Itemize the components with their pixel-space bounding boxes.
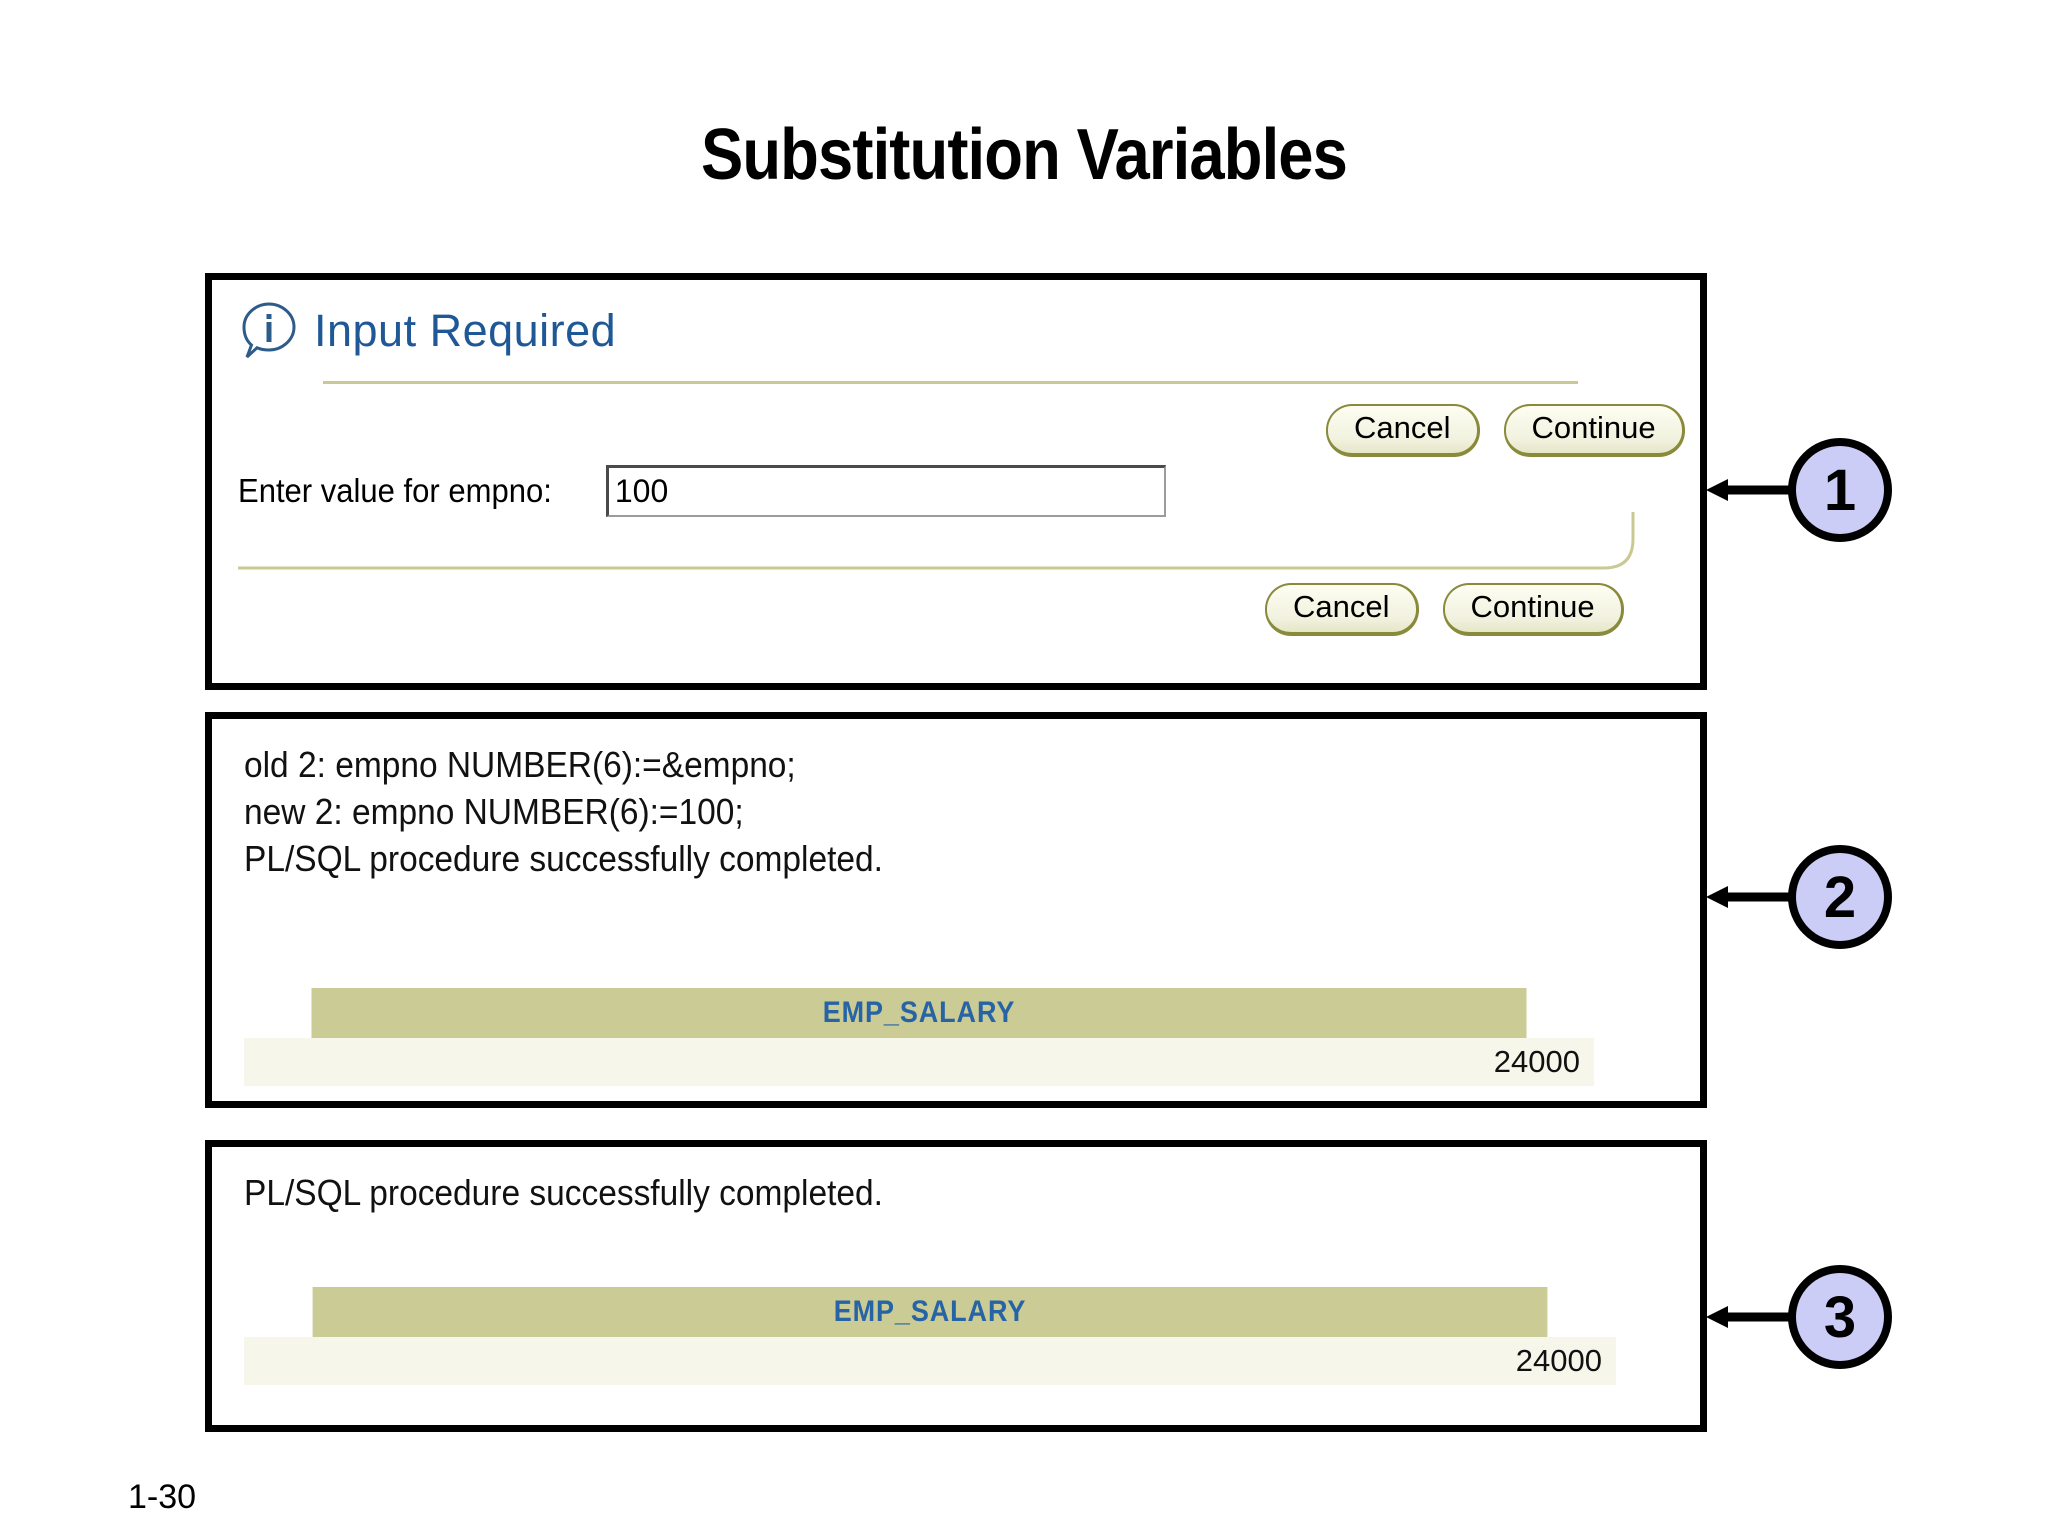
dialog-buttons-bottom: Cancel Continue <box>1265 583 1624 636</box>
table-header-row: EMP_SALARY <box>244 1287 1616 1337</box>
page-title: Substitution Variables <box>700 115 1348 195</box>
console-output-3: PL/SQL procedure successfully completed. <box>244 1172 883 1213</box>
output-panel-3: PL/SQL procedure successfully completed.… <box>205 1140 1707 1432</box>
callout-arrow-2 <box>1706 885 1792 909</box>
console-output-2: old 2: empno NUMBER(6):=&empno; new 2: e… <box>244 744 883 880</box>
callout-1: 1 <box>1788 438 1892 542</box>
info-bubble-icon <box>238 300 300 362</box>
cell-emp-salary: 24000 <box>244 1038 1594 1086</box>
dialog-header: Input Required <box>238 300 616 362</box>
dialog-buttons-top: Cancel Continue <box>1326 404 1685 457</box>
empno-field-row: Enter value for empno: <box>238 465 1166 517</box>
empno-input[interactable] <box>605 465 1166 517</box>
dialog-title: Input Required <box>314 305 617 356</box>
callout-arrow-1 <box>1706 478 1792 502</box>
callout-1-number: 1 <box>1823 457 1857 523</box>
table-row: 24000 <box>244 1038 1594 1086</box>
column-header-emp-salary: EMP_SALARY <box>311 988 1527 1038</box>
input-required-panel: Input Required Cancel Continue Enter val… <box>205 273 1707 690</box>
cancel-button-bottom[interactable]: Cancel <box>1265 583 1419 636</box>
callout-arrow-3 <box>1706 1305 1792 1329</box>
emp-salary-table-2: EMP_SALARY 24000 <box>244 988 1594 1086</box>
table-header-row: EMP_SALARY <box>244 988 1594 1038</box>
empno-field-label: Enter value for empno: <box>238 472 552 509</box>
dialog-footer-divider <box>212 512 1654 574</box>
cancel-button-top[interactable]: Cancel <box>1326 404 1480 457</box>
callout-2: 2 <box>1788 845 1892 949</box>
cell-emp-salary: 24000 <box>244 1337 1616 1385</box>
output-panel-2: old 2: empno NUMBER(6):=&empno; new 2: e… <box>205 712 1707 1108</box>
callout-3: 3 <box>1788 1265 1892 1369</box>
callout-2-number: 2 <box>1823 864 1857 930</box>
table-row: 24000 <box>244 1337 1616 1385</box>
column-header-emp-salary: EMP_SALARY <box>312 1287 1548 1337</box>
continue-button-bottom[interactable]: Continue <box>1442 583 1624 636</box>
callout-3-number: 3 <box>1823 1284 1857 1350</box>
emp-salary-table-3: EMP_SALARY 24000 <box>244 1287 1616 1385</box>
continue-button-top[interactable]: Continue <box>1503 404 1685 457</box>
page-number: 1-30 <box>128 1478 197 1516</box>
header-divider <box>323 381 1578 384</box>
